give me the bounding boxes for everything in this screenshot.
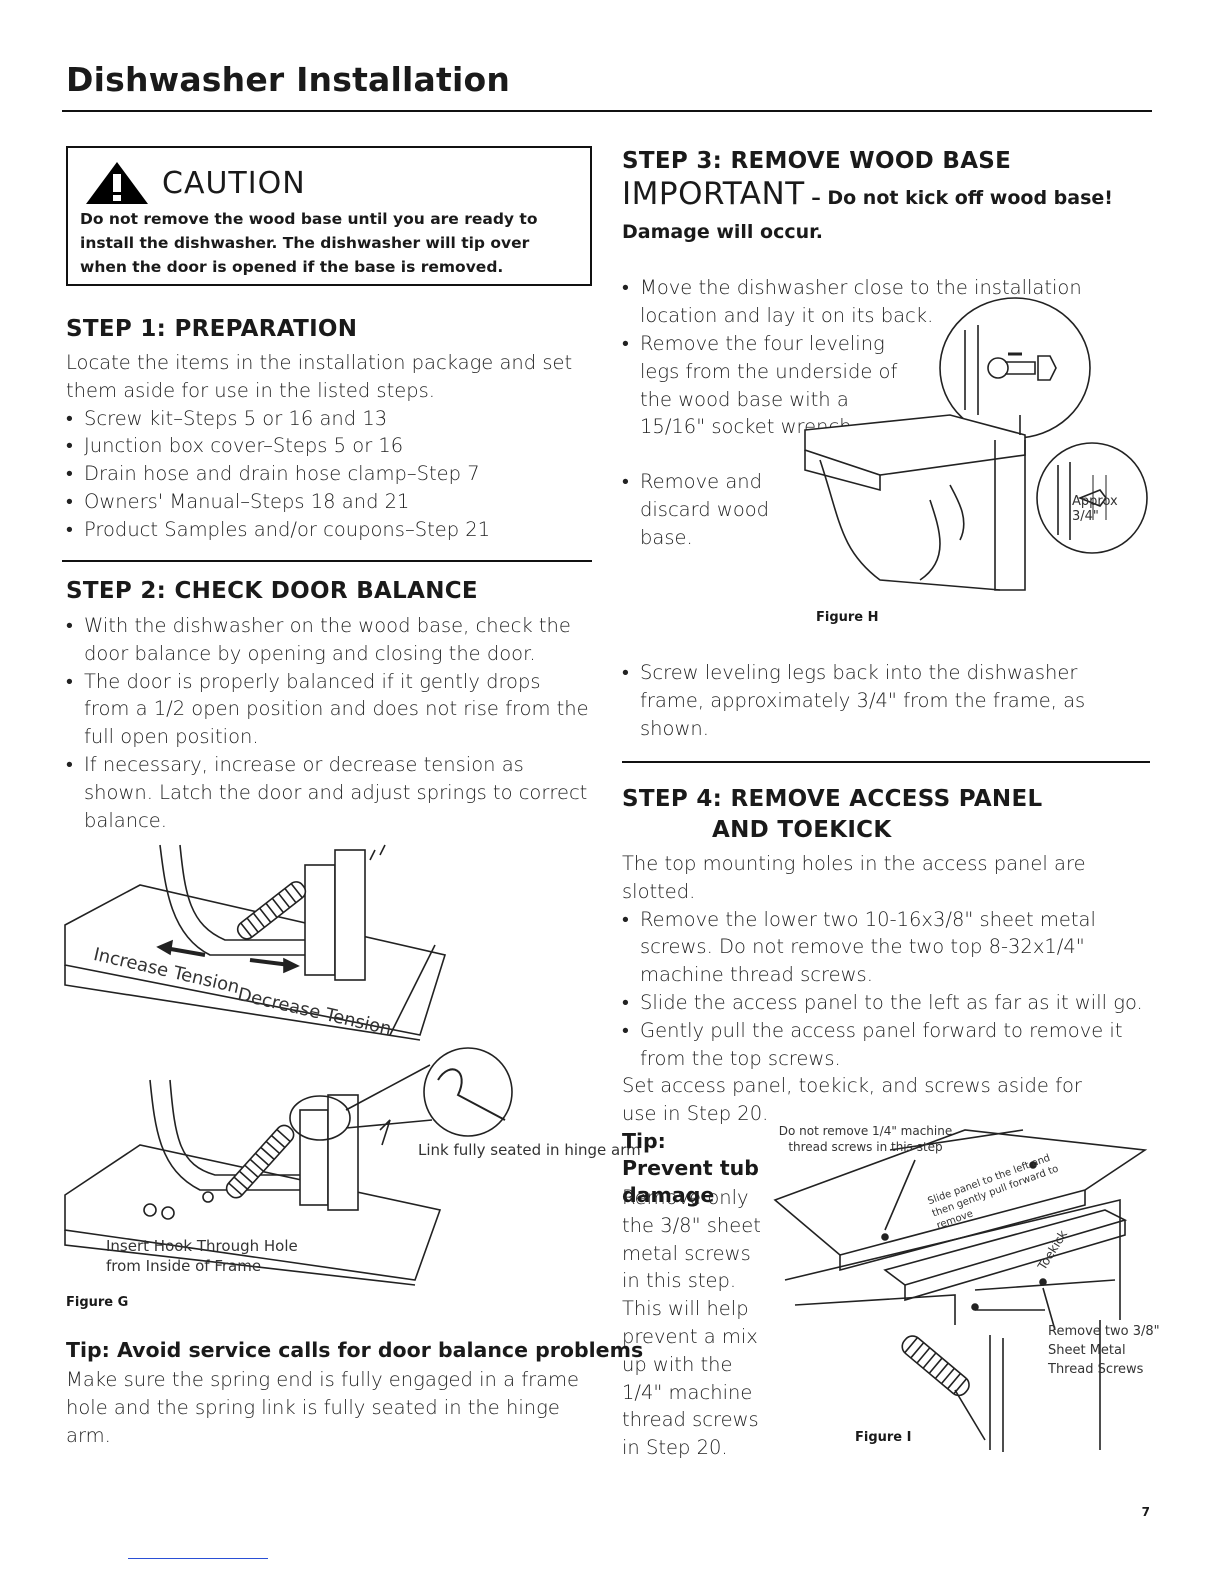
step1-divider — [62, 560, 592, 562]
list-item: Remove and discard wood base. — [622, 468, 792, 551]
tip-tub-heading: Tip: Prevent tub damage — [622, 1129, 759, 1207]
list-item: Gently pull the access panel forward to … — [622, 1017, 1150, 1073]
door-spring-illustration-lower — [64, 1047, 513, 1286]
list-item: Screw kit–Steps 5 or 16 and 13 — [66, 405, 592, 433]
step4-intro: The top mounting holes in the access pan… — [622, 852, 1086, 903]
important-line2: Damage will occur. — [622, 221, 824, 243]
warning-icon — [86, 162, 148, 204]
list-item: Move the dishwasher close to the install… — [622, 274, 1092, 330]
figure-i-label: Figure I — [855, 1430, 912, 1445]
step1-list: Screw kit–Steps 5 or 16 and 13 Junction … — [66, 405, 592, 544]
caution-box — [66, 146, 592, 286]
list-item: With the dishwasher on the wood base, ch… — [66, 612, 592, 668]
list-item: Product Samples and/or coupons–Step 21 — [66, 516, 592, 544]
list-item: Slide the access panel to the left as fa… — [622, 989, 1150, 1017]
header-divider — [62, 110, 1152, 112]
list-item: If necessary, increase or decrease tensi… — [66, 751, 592, 834]
step3-item-1: Remove the four leveling legs from the u… — [622, 330, 902, 441]
list-item: Screw leveling legs back into the dishwa… — [622, 659, 1092, 742]
wood-base-illustration — [804, 297, 1148, 591]
remove-two-label: Remove two 3/8" Sheet Metal Thread Screw… — [1048, 1324, 1160, 1377]
step1-heading: STEP 1: PREPARATION — [66, 316, 358, 342]
caution-title: CAUTION — [162, 166, 306, 201]
list-item: Owners' Manual–Steps 18 and 21 — [66, 488, 592, 516]
step1-section: Locate the items in the installation pac… — [66, 349, 592, 544]
tip-door-text: Make sure the spring end is fully engage… — [66, 1368, 580, 1447]
page-title: Dishwasher Installation — [66, 60, 511, 99]
step2-section: With the dishwasher on the wood base, ch… — [66, 612, 592, 834]
step1-intro: Locate the items in the installation pac… — [66, 351, 573, 402]
link-seated-label: Link fully seated in hinge arm — [418, 1141, 641, 1159]
step3-after: Screw leveling legs back into the dishwa… — [622, 659, 1092, 742]
list-item: Remove the lower two 10-16x3/8" sheet me… — [622, 906, 1150, 989]
insert-hook-label: Insert Hook Through Hole from Inside of … — [106, 1237, 298, 1275]
step2-list: With the dishwasher on the wood base, ch… — [66, 612, 592, 834]
list-item: Drain hose and drain hose clamp–Step 7 — [66, 460, 592, 488]
important-warning: – Do not kick off wood base! — [804, 187, 1113, 209]
step4-heading-line2: AND TOEKICK — [712, 817, 892, 843]
access-panel-illustration — [773, 1129, 1148, 1452]
door-spring-illustration-upper — [64, 844, 447, 1041]
tip-door-heading: Tip: Avoid service calls for door balanc… — [66, 1338, 644, 1362]
step4-section: The top mounting holes in the access pan… — [622, 850, 1150, 1128]
step4-list: Remove the lower two 10-16x3/8" sheet me… — [622, 906, 1150, 1073]
approx-label: Approx 3/4" — [1072, 494, 1118, 524]
step3-important: IMPORTANT – Do not kick off wood base! — [622, 176, 1113, 212]
list-item: Junction box cover–Steps 5 or 16 — [66, 432, 592, 460]
step3-heading: STEP 3: REMOVE WOOD BASE — [622, 148, 1012, 174]
step3-divider — [622, 761, 1150, 763]
figure-g-label: Figure G — [66, 1295, 129, 1310]
footer-line — [128, 1558, 268, 1559]
do-not-remove-label: Do not remove 1/4" machine thread screws… — [778, 1124, 953, 1154]
caution-text: Do not remove the wood base until you ar… — [80, 210, 538, 276]
figure-h-label: Figure H — [816, 610, 879, 625]
step3-item-0: Move the dishwasher close to the install… — [622, 274, 1092, 330]
important-label: IMPORTANT — [622, 176, 805, 212]
step4-after: Set access panel, toekick, and screws as… — [622, 1074, 1082, 1126]
page-number: 7 — [1141, 1505, 1150, 1519]
list-item: The door is properly balanced if it gent… — [66, 668, 592, 751]
step2-heading: STEP 2: CHECK DOOR BALANCE — [66, 578, 478, 604]
list-item: Remove the four leveling legs from the u… — [622, 330, 902, 441]
step4-heading: STEP 4: REMOVE ACCESS PANEL — [622, 786, 1043, 812]
step3-item-2: Remove and discard wood base. — [622, 468, 792, 551]
tip-tub-text: Remove only the 3/8" sheet metal screws … — [622, 1186, 761, 1460]
